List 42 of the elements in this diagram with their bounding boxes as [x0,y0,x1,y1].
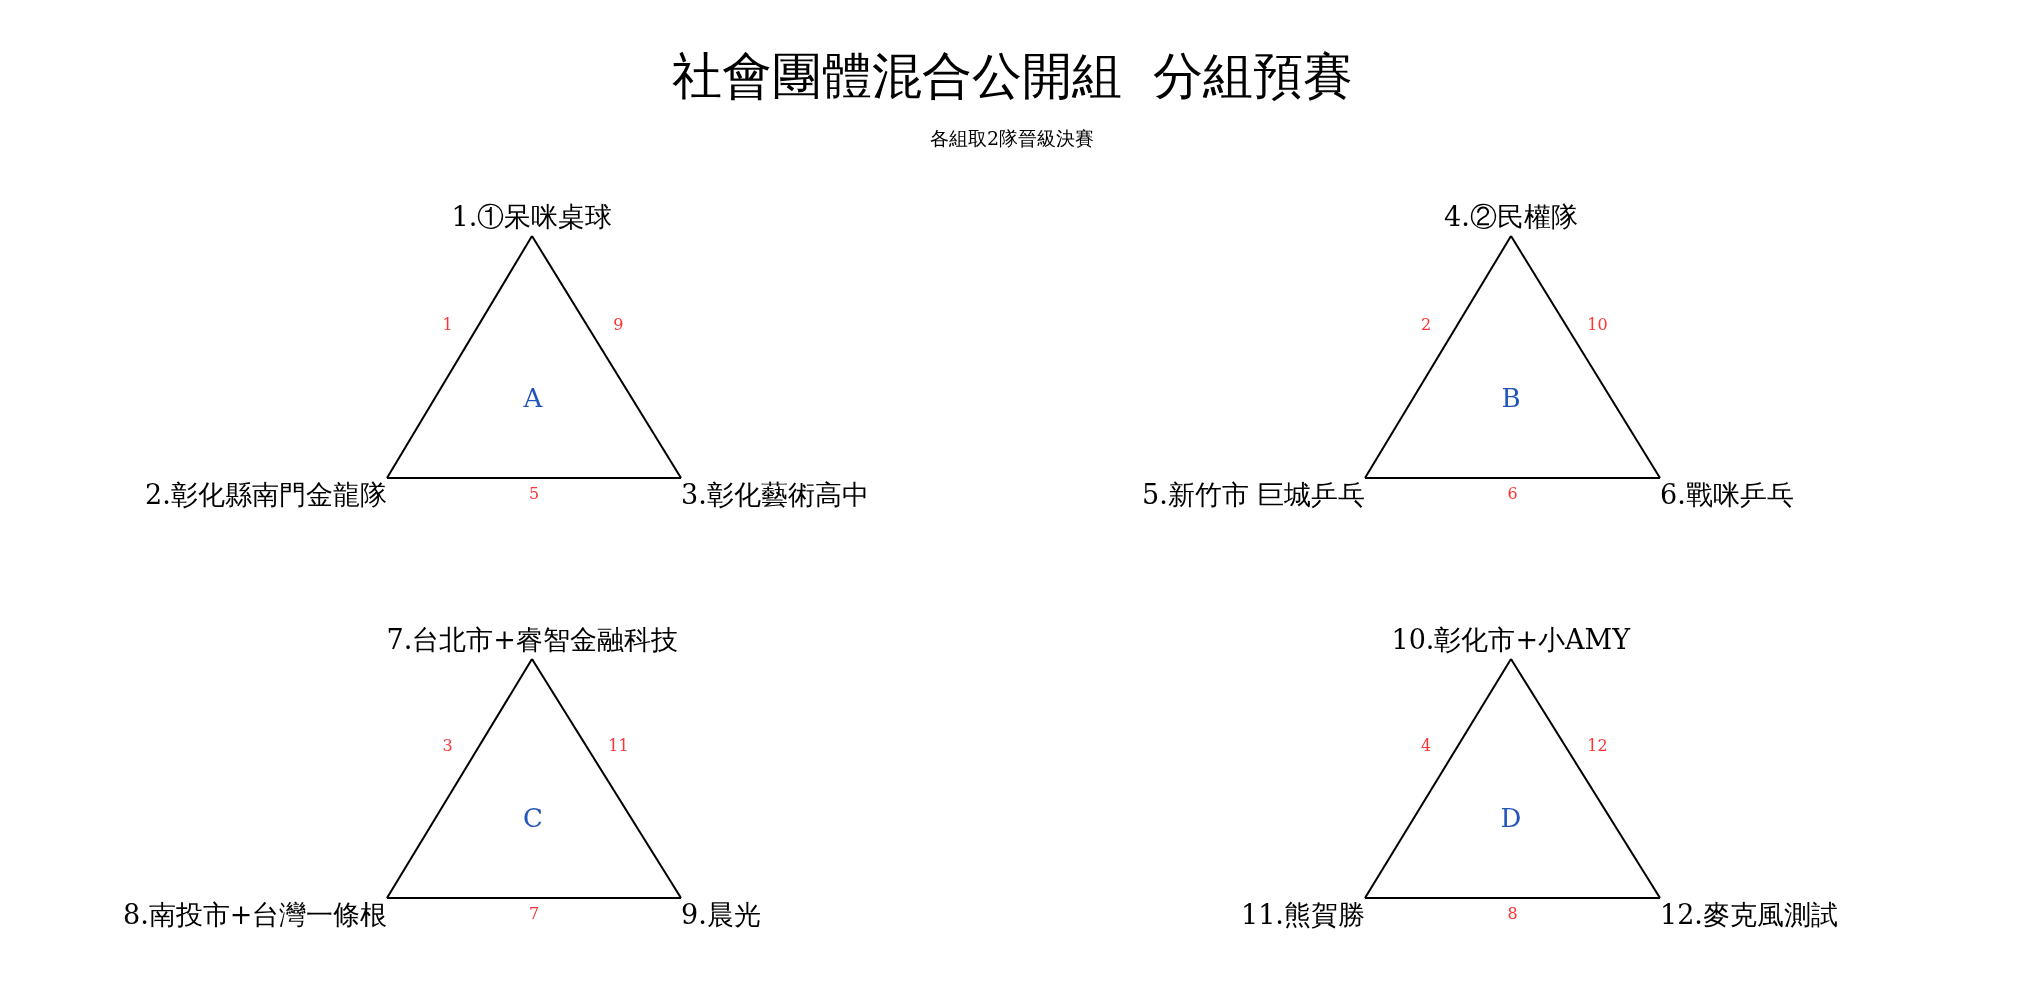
match-line [386,658,533,899]
team-name: 7.台北市+睿智金融科技 [386,623,678,657]
group-letter: A [523,383,543,413]
match-number: 7 [528,905,540,923]
match-number: 4 [1420,737,1432,756]
match-number: 11 [608,737,629,756]
subtitle: 各組取2隊晉級決賽 [929,126,1095,151]
match-line [1364,897,1661,899]
match-line [531,658,682,899]
match-line [1510,235,1661,479]
team-name: 4.②民權隊 [1444,200,1578,234]
group-letter: B [1501,383,1521,413]
team-name: 5.新竹市 巨城乒乓 [1142,478,1366,512]
match-number: 5 [528,485,540,503]
match-line [386,897,682,899]
match-number: 12 [1587,737,1608,756]
team-name: 10.彰化市+小AMY [1391,623,1631,657]
match-number: 2 [1420,315,1432,334]
match-number: 8 [1507,905,1518,923]
match-line [531,235,682,479]
team-name: 3.彰化藝術高中 [681,478,869,512]
title: 社會團體混合公開組 分組預賽 [670,46,1355,107]
match-number: 9 [613,315,624,334]
group-letter: D [1500,803,1522,833]
match-line [386,235,533,479]
team-name: 8.南投市+台灣一條根 [123,898,388,932]
group-letter: C [523,803,543,833]
team-name: 9.晨光 [681,898,761,932]
match-number: 3 [442,737,453,756]
match-line [386,477,682,479]
match-number: 6 [1507,485,1518,503]
match-line [1364,658,1512,899]
match-line [1510,658,1661,899]
match-line [1364,235,1512,479]
match-number: 1 [442,315,453,334]
team-name: 2.彰化縣南門金龍隊 [145,478,387,512]
match-line [1364,477,1661,479]
team-name: 12.麥克風測試 [1660,898,1838,932]
team-name: 1.①呆咪桌球 [451,200,613,234]
match-number: 10 [1587,315,1608,334]
team-name: 6.戰咪乒乓 [1660,478,1794,512]
team-name: 11.熊賀勝 [1241,898,1365,932]
